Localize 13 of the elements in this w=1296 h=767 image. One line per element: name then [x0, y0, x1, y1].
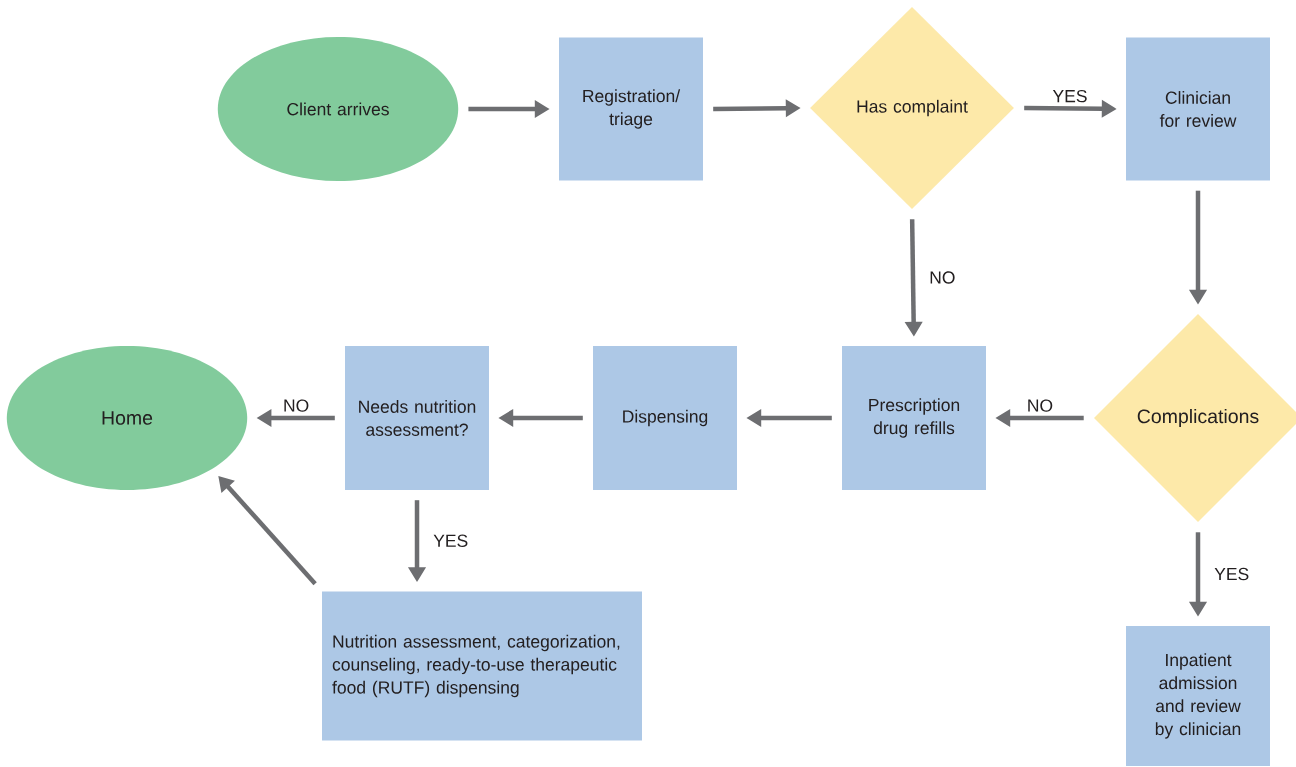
edge-label: NO — [930, 271, 955, 284]
process-box: Inpatient admission and review by clinician — [1126, 626, 1270, 766]
edge-label: YES — [1052, 89, 1087, 103]
edge-label: NO — [284, 399, 309, 412]
edge-label: NO — [1028, 399, 1053, 412]
process-box: Nutrition assessment, categorization, counseling, ready-to-use therapeutic food (RUTF) dispensing — [322, 591, 642, 741]
process-box: Registration/ triage — [559, 37, 703, 181]
process-box: Prescription drug refills — [842, 346, 986, 490]
process-box: Needs nutrition assessment? — [345, 346, 489, 490]
process-box: Clinician for review — [1126, 37, 1270, 181]
process-box: Dispensing — [593, 346, 737, 490]
edge-label: YES — [1214, 567, 1249, 581]
edge-label: YES — [433, 534, 468, 547]
